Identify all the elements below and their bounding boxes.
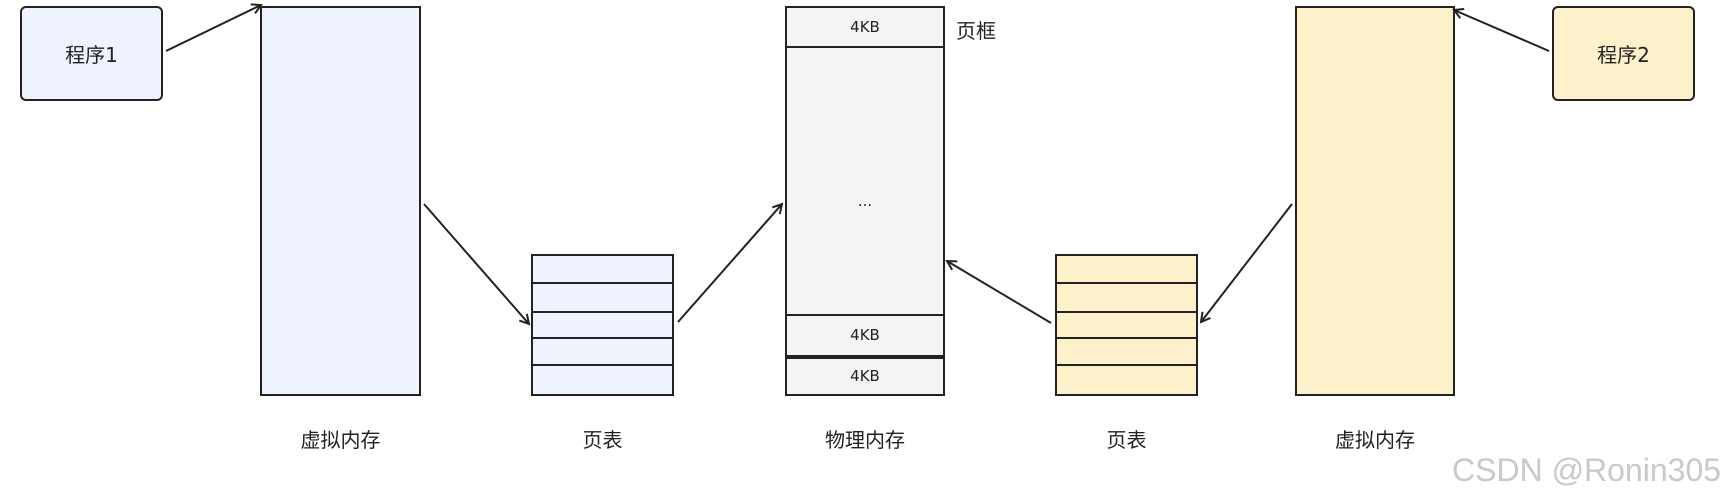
physical-memory-label: 物理内存 — [825, 428, 905, 452]
arrow-program2-to-virtual — [1454, 10, 1550, 52]
page-table-right-row-divider — [1057, 282, 1196, 284]
page-table-left-row-divider — [533, 311, 672, 313]
frame-annotation: 页框 — [956, 19, 996, 43]
page-table-left-label: 页表 — [582, 428, 623, 452]
virtual-memory-right-label: 虚拟内存 — [1335, 428, 1415, 452]
page-table-right-label: 页表 — [1106, 428, 1147, 452]
page-table-right — [1055, 254, 1198, 396]
frame-divider — [787, 46, 943, 48]
frame-bottom-2-size: 4KB — [850, 367, 880, 385]
frame-bottom-1: 4KB — [787, 316, 943, 354]
page-table-left — [531, 254, 674, 396]
frame-ellipsis: ... — [787, 188, 943, 214]
ellipsis-text: ... — [857, 192, 873, 210]
page-table-left-row-divider — [533, 337, 672, 339]
program2-box: 程序2 — [1552, 6, 1695, 101]
page-table-left-row-divider — [533, 282, 672, 284]
virtual-memory-right — [1295, 6, 1455, 396]
page-table-right-row-divider — [1057, 364, 1196, 366]
arrow-pagetable-right-to-physical — [947, 261, 1052, 324]
arrow-program1-to-virtual — [165, 5, 261, 52]
page-table-right-row-divider — [1057, 311, 1196, 313]
virtual-memory-left — [260, 6, 421, 396]
page-table-right-row-divider — [1057, 337, 1196, 339]
frame-bottom-1-size: 4KB — [850, 326, 880, 344]
physical-memory: 4KB ... 4KB 4KB — [785, 6, 945, 396]
page-table-left-row-divider — [533, 364, 672, 366]
program1-label: 程序1 — [65, 43, 118, 67]
frame-bottom-2: 4KB — [787, 358, 943, 394]
watermark: CSDN @Ronin305 — [1452, 452, 1720, 488]
virtual-memory-left-label: 虚拟内存 — [300, 428, 381, 452]
arrow-virtual-right-to-pagetable — [1201, 203, 1293, 322]
arrow-pagetable-left-to-physical — [677, 204, 782, 323]
frame-divider — [787, 314, 943, 316]
arrow-virtual-to-pagetable-left — [423, 203, 529, 324]
frame-divider-thick — [787, 355, 943, 359]
program1-box: 程序1 — [20, 6, 163, 101]
program2-label: 程序2 — [1597, 43, 1650, 67]
frame-top: 4KB — [787, 8, 943, 46]
frame-top-size: 4KB — [850, 18, 880, 36]
